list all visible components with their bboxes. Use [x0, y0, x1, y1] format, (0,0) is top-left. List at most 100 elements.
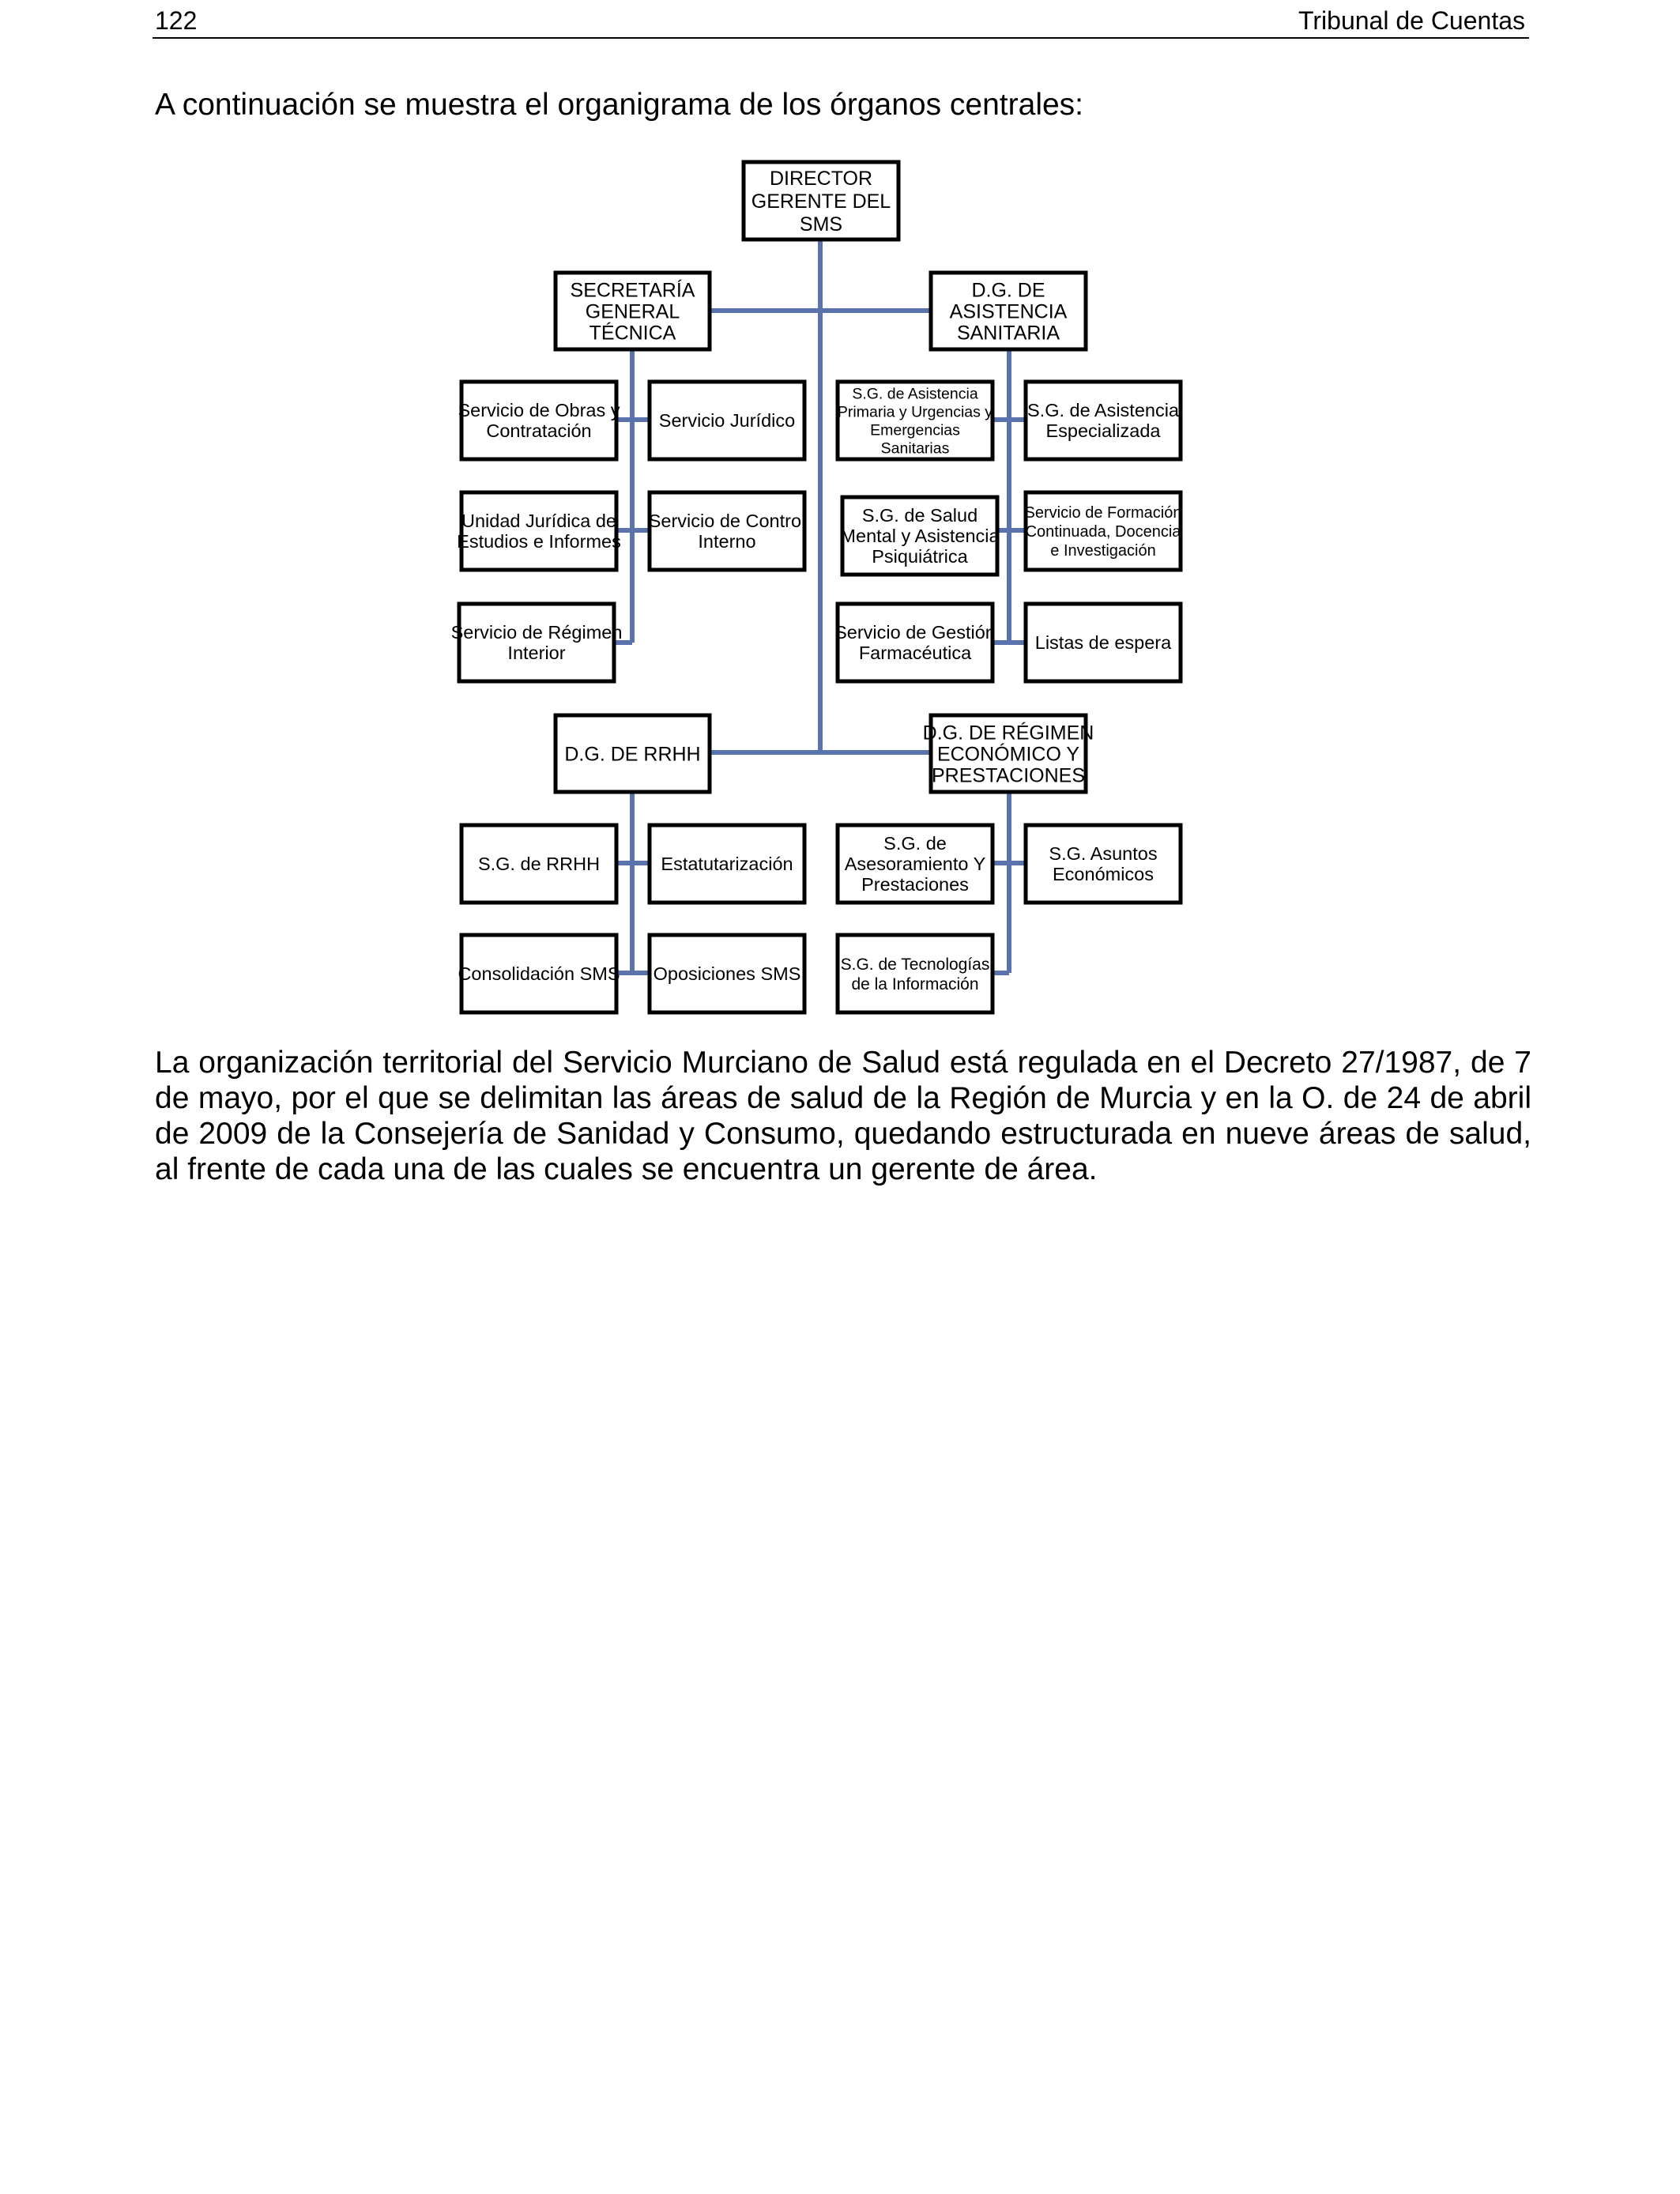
unit-tecnologias-informacion-box	[835, 933, 995, 1015]
body-paragraph: La organización territorial del Servicio…	[155, 1046, 1531, 1186]
rrhh-node: D.G. DE RRHH	[553, 713, 712, 794]
rrhh-node-label: D.G. DE RRHH	[564, 743, 700, 765]
director-node-label: SMS	[800, 213, 842, 236]
unit-listas-espera: Listas de espera	[1023, 601, 1183, 684]
unit-gestion-farmaceutica-label: Servicio de Gestión	[834, 622, 996, 643]
unit-consolidacion-sms: Consolidación SMS	[458, 933, 620, 1015]
unit-salud-mental-label: Psiquiátrica	[872, 546, 968, 567]
unit-oposiciones-sms: Oposiciones SMS	[647, 933, 807, 1015]
page-number: 122	[155, 6, 198, 35]
unit-asesoramiento-prestaciones-label: Prestaciones	[861, 874, 969, 895]
unit-formacion-continuada-label: e Investigación	[1050, 542, 1155, 560]
unit-obras-contratacion-box	[459, 379, 619, 462]
asistencia-node-label: SANITARIA	[957, 322, 1060, 344]
header-rule	[153, 37, 1529, 39]
unit-control-interno-box	[647, 490, 807, 572]
unit-salud-mental-label: S.G. de Salud	[862, 505, 977, 526]
unit-regimen-interior-label: Servicio de Régimen	[451, 622, 623, 643]
unit-regimen-interior-box	[457, 601, 616, 684]
unit-asistencia-especializada-label: Especializada	[1045, 420, 1161, 441]
unit-sg-rrhh-box	[459, 823, 619, 905]
rrhh-node-box	[553, 713, 712, 794]
asistencia-node-box	[929, 270, 1088, 352]
secretaria-node-label: SECRETARÍA	[571, 278, 695, 301]
asistencia-node-label: D.G. DE	[971, 279, 1045, 301]
unit-tecnologias-informacion-label: S.G. de Tecnologías	[841, 956, 990, 974]
unit-formacion-continuada-label: Servicio de Formación	[1025, 504, 1182, 522]
unit-oposiciones-sms-box	[647, 933, 807, 1015]
unit-obras-contratacion-label: Contratación	[486, 420, 591, 441]
unit-asistencia-especializada-label: S.G. de Asistencia	[1027, 400, 1180, 420]
unit-asistencia-primaria-label: S.G. de Asistencia	[852, 385, 977, 402]
unit-asesoramiento-prestaciones-label: Asesoramiento Y	[845, 854, 986, 874]
unit-formacion-continuada-label: Continuada, Docencia	[1026, 523, 1182, 541]
unit-asistencia-especializada-box	[1023, 379, 1183, 462]
unit-servicio-juridico-label: Servicio Jurídico	[659, 410, 795, 431]
unit-unidad-juridica-label: Estudios e Informes	[457, 531, 621, 552]
director-node-label: DIRECTOR	[770, 168, 872, 190]
unit-servicio-juridico-box	[647, 379, 807, 462]
intro-text: A continuación se muestra el organigrama…	[155, 88, 1084, 122]
unit-consolidacion-sms-box	[459, 933, 619, 1015]
unit-obras-contratacion-label: Servicio de Obras y	[458, 400, 620, 420]
org-chart-connectors	[612, 239, 1026, 975]
unit-control-interno-label: Interno	[698, 531, 755, 552]
unit-asuntos-economicos-label: Económicos	[1053, 864, 1154, 884]
unit-asesoramiento-prestaciones-box	[835, 823, 995, 905]
unit-listas-espera-label: Listas de espera	[1035, 632, 1172, 653]
unit-asistencia-primaria-box	[835, 379, 995, 462]
unit-regimen-interior-label: Interior	[507, 643, 565, 663]
unit-asesoramiento-prestaciones-label: S.G. de	[883, 833, 947, 854]
running-header: Tribunal de Cuentas	[1298, 6, 1525, 35]
unit-estatutarizacion: Estatutarización	[647, 823, 807, 905]
unit-gestion-farmaceutica-box	[835, 601, 995, 684]
regimen-node-label: PRESTACIONES	[932, 764, 1085, 786]
unit-asistencia-primaria-label: Emergencias	[870, 421, 960, 439]
unit-listas-espera-box	[1023, 601, 1183, 684]
unit-oposiciones-sms-label: Oposiciones SMS	[654, 963, 801, 984]
secretaria-node-label: GENERAL	[586, 300, 680, 322]
regimen-node-label: D.G. DE RÉGIMEN	[923, 721, 1094, 744]
unit-sg-rrhh-label: S.G. de RRHH	[478, 854, 600, 874]
unit-control-interno-label: Servicio de Control	[649, 511, 806, 531]
unit-asuntos-economicos-box	[1023, 823, 1183, 905]
unit-estatutarizacion-box	[647, 823, 807, 905]
unit-unidad-juridica-box	[459, 490, 619, 572]
unit-asuntos-economicos-label: S.G. Asuntos	[1049, 843, 1157, 864]
unit-salud-mental-label: Mental y Asistencia	[840, 526, 1000, 546]
secretaria-node-box	[553, 270, 712, 352]
regimen-node-box	[929, 713, 1088, 794]
unit-salud-mental-box	[840, 495, 1000, 577]
director-node-label: GERENTE DEL	[751, 190, 891, 213]
unit-consolidacion-sms-label: Consolidación SMS	[458, 963, 620, 984]
unit-unidad-juridica-label: Unidad Jurídica de	[461, 511, 616, 531]
unit-estatutarizacion-label: Estatutarización	[661, 854, 793, 874]
regimen-node-label: ECONÓMICO Y	[937, 742, 1079, 765]
director-node-box	[741, 160, 901, 242]
unit-tecnologias-informacion-label: de la Información	[851, 975, 978, 993]
secretaria-node-label: TÉCNICA	[590, 321, 676, 344]
unit-gestion-farmaceutica-label: Farmacéutica	[859, 643, 972, 663]
unit-sg-rrhh: S.G. de RRHH	[459, 823, 619, 905]
unit-formacion-continuada-box	[1023, 490, 1183, 572]
unit-asistencia-primaria-label: Sanitarias	[881, 439, 950, 457]
asistencia-node-label: ASISTENCIA	[950, 300, 1068, 322]
